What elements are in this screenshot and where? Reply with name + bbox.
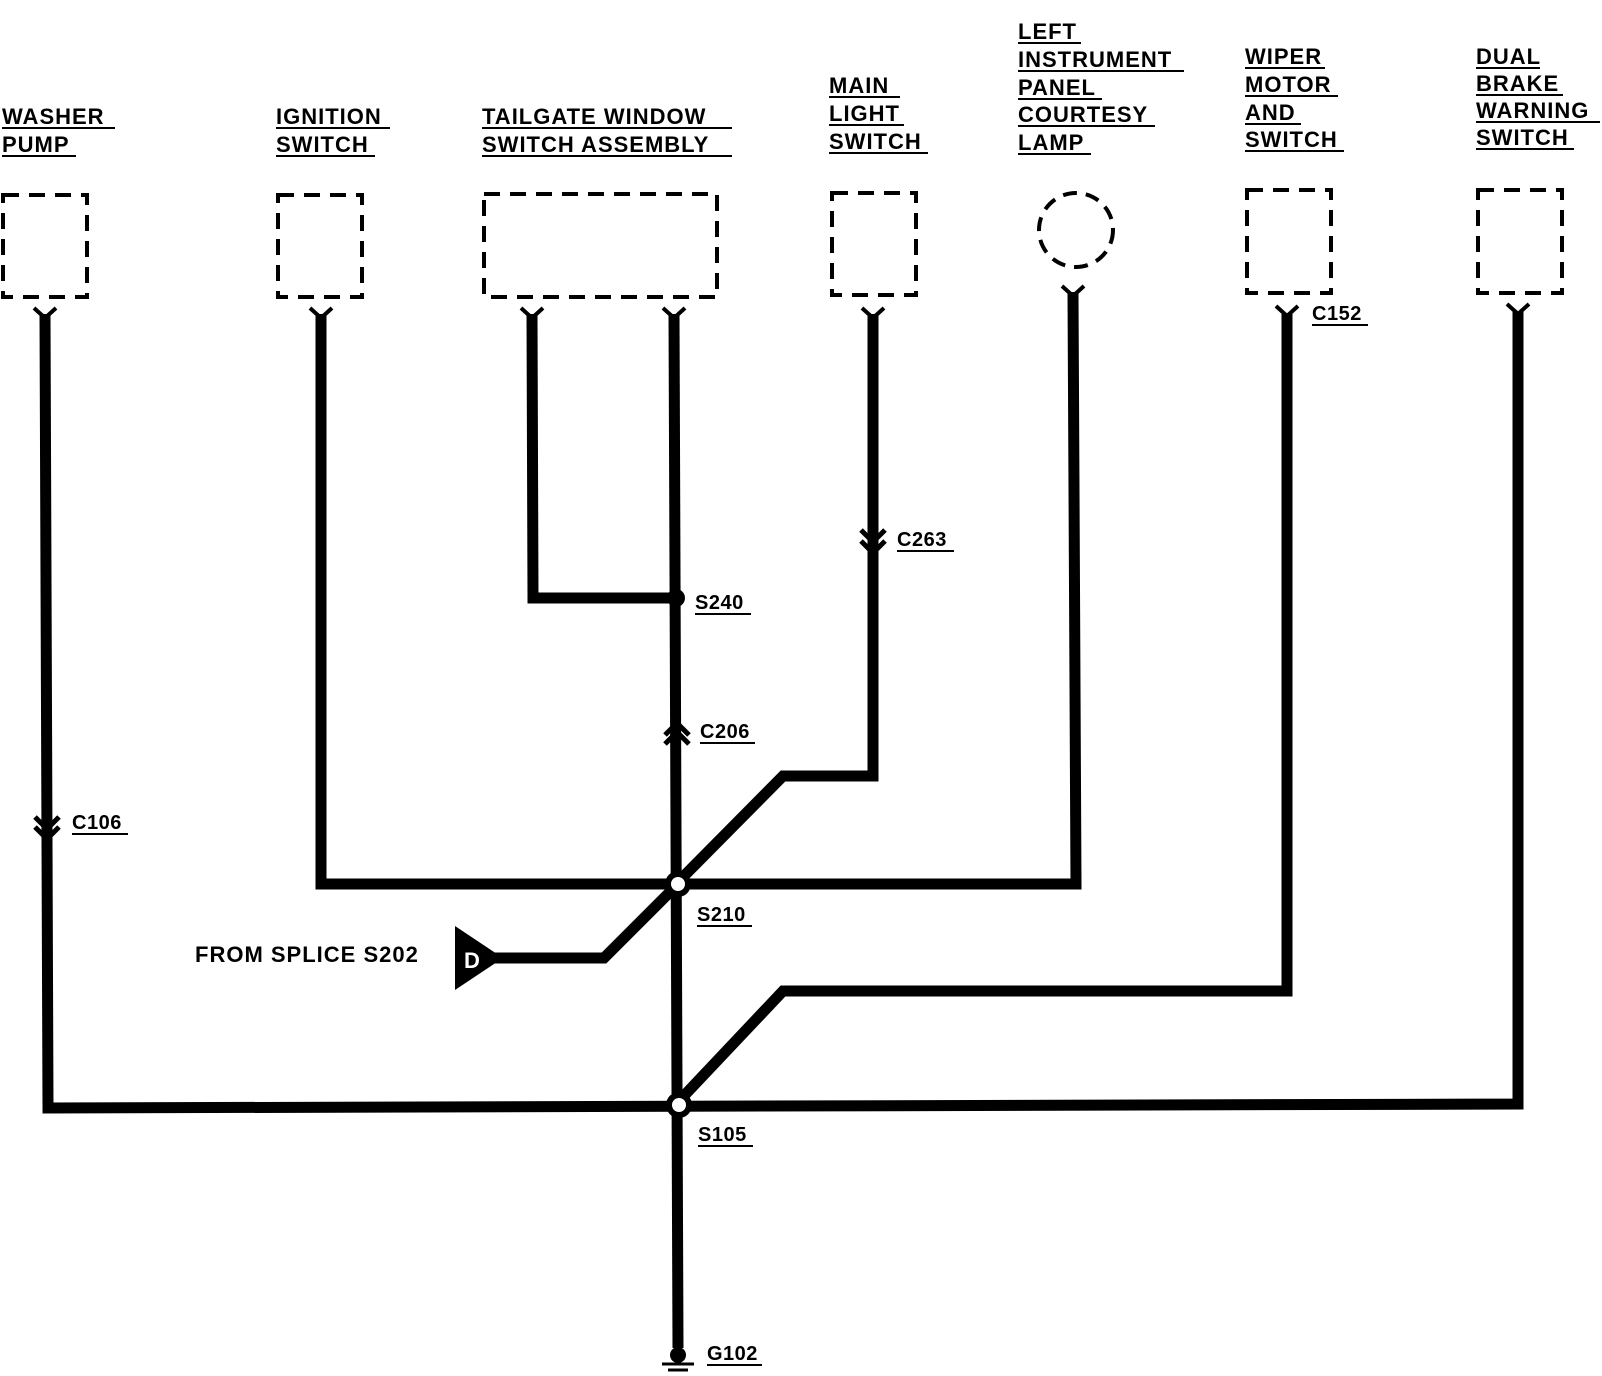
courtesy-lamp-label-line-5: LAMP xyxy=(1018,130,1084,155)
splice-dot-center xyxy=(672,1098,686,1112)
ignition-switch-wire xyxy=(315,314,676,890)
splice-s105: S105 xyxy=(666,1092,753,1147)
wiper-motor-wire xyxy=(676,314,1293,1104)
connector-c206-label: C206 xyxy=(700,721,750,743)
main-light-switch-label-line-2: LIGHT xyxy=(829,101,900,126)
courtesy-lamp-circle xyxy=(1037,191,1115,269)
tailgate-window-box xyxy=(482,192,719,299)
main-light-switch-label-line-3: SWITCH xyxy=(829,129,922,154)
connector-mark xyxy=(663,719,691,737)
courtesy-lamp-label-line-3: PANEL xyxy=(1018,75,1096,100)
wiper-motor-label: WIPER MOTOR AND SWITCH xyxy=(1245,44,1344,152)
connector-c152-label: C152 xyxy=(1312,303,1362,325)
tailgate-left-wire xyxy=(526,313,676,604)
wiper-motor-label-line-4: SWITCH xyxy=(1245,127,1338,152)
connector-c152: C152 xyxy=(1312,303,1368,326)
main-trunk-wire xyxy=(668,313,684,1349)
brake-warning-label-line-1: DUAL xyxy=(1476,44,1541,69)
connector-mark xyxy=(33,825,61,843)
off-page-connector-letter: D xyxy=(464,948,480,973)
connector-c263-label: C263 xyxy=(897,529,947,551)
courtesy-lamp-wire xyxy=(676,291,1082,890)
terminal-mark xyxy=(32,306,58,321)
ground-g102-label: G102 xyxy=(707,1343,758,1365)
splice-s240-label: S240 xyxy=(695,592,744,614)
tailgate-window-label-line-1: TAILGATE WINDOW xyxy=(482,104,706,129)
courtesy-lamp-label-line-2: INSTRUMENT xyxy=(1018,47,1172,72)
washer-pump-label: WASHER PUMP xyxy=(2,104,115,157)
splice-s240: S240 xyxy=(667,589,751,615)
splice-s210-label: S210 xyxy=(697,904,746,926)
terminal-mark xyxy=(1060,284,1086,299)
ignition-switch-label-line-2: SWITCH xyxy=(276,132,369,157)
terminal-mark xyxy=(661,306,687,321)
terminal-mark xyxy=(308,306,334,321)
wiper-motor-label-line-3: AND xyxy=(1245,100,1296,125)
connector-c263: C263 xyxy=(859,528,954,557)
connector-mark xyxy=(859,528,887,546)
connector-mark xyxy=(663,728,691,746)
ground-dot xyxy=(670,1347,686,1363)
wiper-motor-label-line-1: WIPER xyxy=(1245,44,1322,69)
main-light-switch-label-line-1: MAIN xyxy=(829,73,889,98)
terminal-mark xyxy=(1274,304,1300,319)
terminal-mark xyxy=(519,306,545,321)
off-page-connector-triangle xyxy=(455,926,503,990)
courtesy-lamp-label-line-1: LEFT xyxy=(1018,19,1077,44)
courtesy-lamp-label-line-4: COURTESY xyxy=(1018,102,1148,127)
terminal-mark xyxy=(860,306,886,321)
splice-dot xyxy=(667,589,685,607)
washer-brake-bus-wire xyxy=(39,312,1524,1114)
wiper-motor-label-line-2: MOTOR xyxy=(1245,72,1331,97)
washer-pump-label-line-2: PUMP xyxy=(2,132,70,157)
from-splice-label: FROM SPLICE S202 xyxy=(195,942,419,967)
ignition-switch-box xyxy=(276,193,364,299)
connector-c106: C106 xyxy=(33,812,128,843)
tailgate-window-label: TAILGATE WINDOW SWITCH ASSEMBLY xyxy=(482,104,732,157)
terminal-marks xyxy=(32,284,1531,321)
terminal-mark xyxy=(1505,302,1531,317)
courtesy-lamp-label: LEFT INSTRUMENT PANEL COURTESY LAMP xyxy=(1018,19,1184,155)
brake-warning-label-line-3: WARNING xyxy=(1476,98,1589,123)
brake-warning-box xyxy=(1476,188,1564,295)
main-light-switch-box xyxy=(830,191,918,297)
connector-c206: C206 xyxy=(663,719,755,746)
connector-c106-label: C106 xyxy=(72,812,122,834)
washer-pump-box xyxy=(1,193,89,299)
from-splice-wire xyxy=(490,884,678,964)
washer-pump-label-line-1: WASHER xyxy=(2,104,105,129)
connector-mark xyxy=(859,539,887,557)
splice-s105-label: S105 xyxy=(698,1124,747,1146)
brake-warning-label: DUAL BRAKE WARNING SWITCH xyxy=(1476,44,1600,150)
ground-g102: G102 xyxy=(662,1343,762,1372)
brake-warning-label-line-4: SWITCH xyxy=(1476,125,1569,150)
connector-mark xyxy=(33,815,61,833)
tailgate-window-label-line-2: SWITCH ASSEMBLY xyxy=(482,132,709,157)
splice-dot-center xyxy=(671,877,685,891)
ignition-switch-label-line-1: IGNITION xyxy=(276,104,382,129)
from-splice-s202: FROM SPLICE S202 D xyxy=(195,926,503,990)
ignition-switch-label: IGNITION SWITCH xyxy=(276,104,390,157)
brake-warning-label-line-2: BRAKE xyxy=(1476,71,1559,96)
splice-s210: S210 xyxy=(665,871,752,927)
main-light-switch-label: MAIN LIGHT SWITCH xyxy=(829,73,928,154)
wiper-motor-box xyxy=(1245,188,1333,295)
